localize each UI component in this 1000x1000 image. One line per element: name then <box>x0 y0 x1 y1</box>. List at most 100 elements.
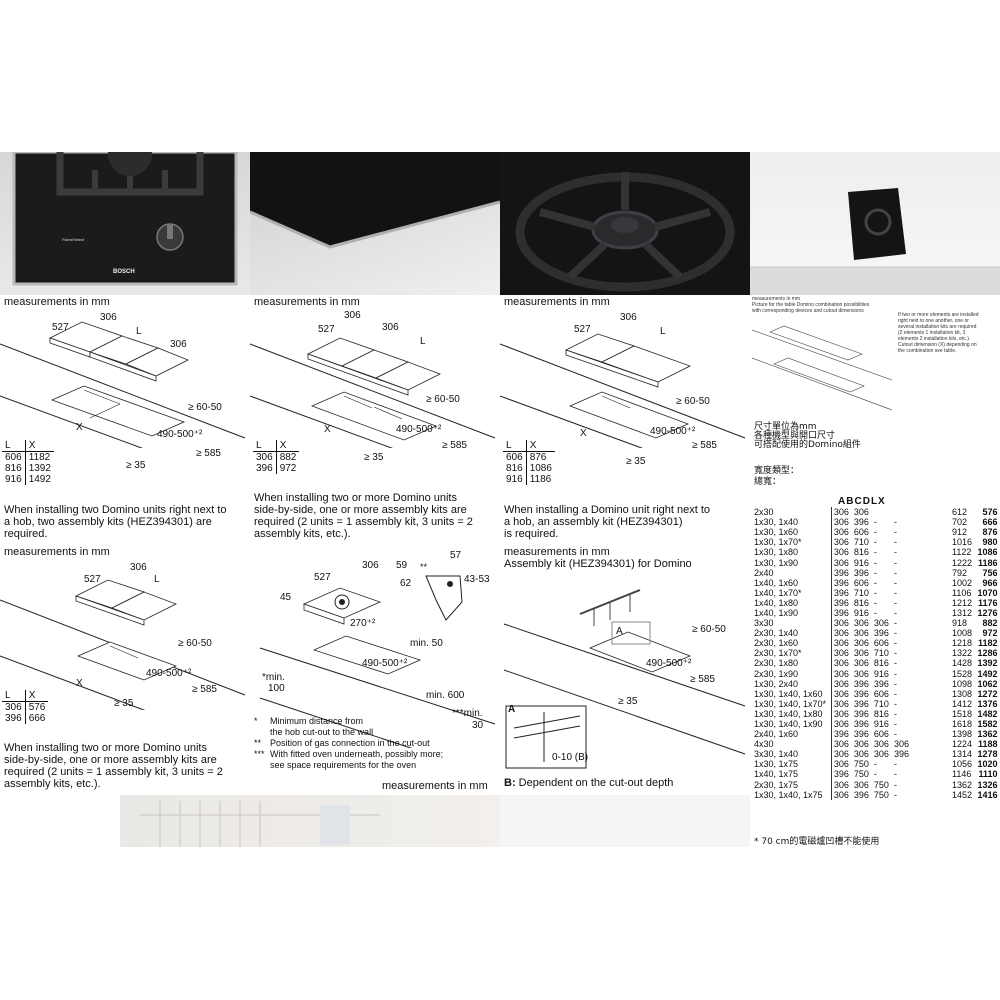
counter-illustration <box>750 188 1000 295</box>
assembly-diagram <box>503 589 746 769</box>
dim-L: L <box>154 574 160 585</box>
dim-L: L <box>136 326 142 337</box>
dim-585: ≥ 585 <box>692 440 717 451</box>
dim-100: 100 <box>268 683 285 694</box>
dim-527: 527 <box>318 324 335 335</box>
hob-edge-illustration <box>250 152 500 249</box>
wok-burner-illustration <box>515 172 735 292</box>
dim-60-50: ≥ 60-50 <box>692 624 726 635</box>
flame-select-label: FlameSelect <box>62 237 85 242</box>
dishwasher-illustration <box>140 801 380 847</box>
dim-min-600: min. 600 <box>426 690 465 701</box>
dim-60-50: ≥ 60-50 <box>188 402 222 413</box>
cutout-diagram <box>259 575 496 748</box>
dim-59: 59 <box>396 560 408 571</box>
dim-62: 62 <box>400 578 412 589</box>
photo-kitchen-counter <box>750 152 1000 295</box>
dim-585: ≥ 585 <box>192 684 217 695</box>
dim-min-star: *min. <box>262 672 285 683</box>
photo-hob-edge-detail <box>250 152 500 295</box>
footnote-row: the hob cut-out to the wall <box>270 727 374 737</box>
dim-L: L <box>420 336 426 347</box>
photo-dishwasher-faded <box>120 795 500 847</box>
dim-30: 30 <box>472 720 484 731</box>
dim-306: 306 <box>362 560 379 571</box>
installation-note: When installing two or more Domino units… <box>4 742 223 790</box>
dim-0-10-B: 0-10 (B) <box>552 752 589 763</box>
dim-43-53: 43-53 <box>464 574 490 585</box>
dim-490-500: 490-500⁺² <box>146 668 192 679</box>
dim-306b: 306 <box>382 322 399 333</box>
panel-caption: measurements in mm <box>504 296 610 308</box>
installation-note: When installing two or more Domino units… <box>254 492 473 540</box>
table-footnote: * 70 cm的電磁爐凹槽不能使用 <box>754 837 880 847</box>
dim-60-50: ≥ 60-50 <box>178 638 212 649</box>
dim-35: ≥ 35 <box>114 698 134 709</box>
installation-diagram <box>500 333 746 448</box>
dim-490-500: 490-500⁺² <box>396 424 442 435</box>
note-B-text: Dependent on the cut-out depth <box>518 777 674 789</box>
dim-L: L <box>660 326 666 337</box>
footnote-row: see space requirements for the oven <box>270 760 417 770</box>
detail-marker-A: A <box>616 626 623 637</box>
dim-527: 527 <box>52 322 69 333</box>
gas-marker: ** <box>420 562 428 572</box>
dim-527: 527 <box>84 574 101 585</box>
photo-domino-gas-hob-front: FlameSelect BOSCH <box>0 152 250 295</box>
panel-caption: measurements in mm <box>4 546 110 558</box>
installation-note: When installing two Domino units right n… <box>4 504 227 540</box>
hob-illustration <box>12 152 238 286</box>
dim-X: X <box>324 424 331 435</box>
chinese-heading: 尺寸單位為mm 各種機型與開口尺寸 可搭配使用的Domino組件 <box>754 422 861 450</box>
mini-caption: measurements in mm Picture for the table… <box>752 296 870 314</box>
footnote-row: ***With fitted oven underneath, possibly… <box>254 749 444 759</box>
dim-X: X <box>76 678 83 689</box>
installation-diagram <box>0 321 246 448</box>
dim-585: ≥ 585 <box>196 448 221 459</box>
installation-diagram <box>250 337 496 448</box>
footnotes: *Minimum distance from the hob cut-out t… <box>254 716 443 771</box>
photo-kitchen-cabinet-faded <box>500 795 750 847</box>
dim-35: ≥ 35 <box>364 452 384 463</box>
footnote-row: **Position of gas connection in the cut-… <box>254 738 430 748</box>
dim-306: 306 <box>620 312 637 323</box>
table-column-headers: ABCDLX <box>838 496 886 507</box>
dim-min-triple-star: ***min. <box>452 708 483 719</box>
dim-490-500: 490-500⁺² <box>362 658 408 669</box>
